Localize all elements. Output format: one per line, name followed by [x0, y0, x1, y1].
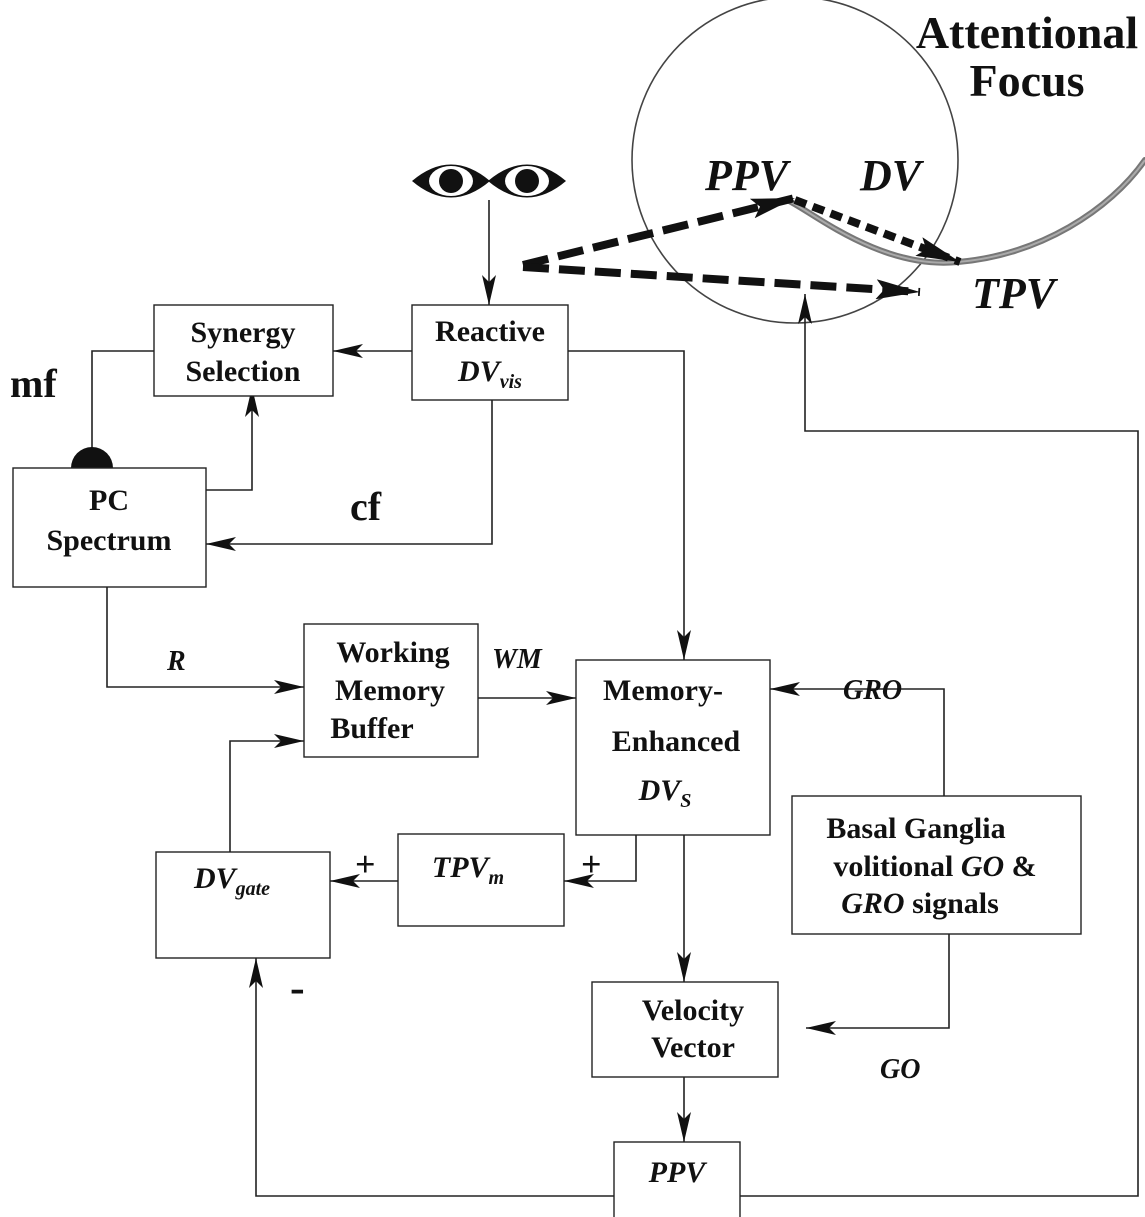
mf-terminal — [71, 447, 113, 468]
tpv-vector-label: TPV — [972, 269, 1059, 318]
me-dv: DVS — [638, 774, 692, 812]
ppv-box — [613, 1141, 741, 1217]
me-line2: Enhanced — [612, 725, 741, 758]
ppv-vector-label: PPV — [704, 151, 792, 200]
r-arrow — [106, 587, 304, 694]
trajectory-curve — [784, 157, 1145, 266]
tpv-m-box — [397, 833, 565, 927]
me-line1: Memory- — [603, 674, 723, 707]
go-arrow — [806, 934, 950, 1035]
pc-to-synergy-arrow — [206, 387, 259, 491]
velocity-line1: Velocity — [642, 994, 744, 1027]
basal-ganglia-box — [791, 795, 1082, 935]
pc-line1: PC — [89, 484, 129, 517]
pc-spectrum-box — [12, 467, 207, 588]
tpv-m-label: TPVm — [432, 851, 504, 889]
reactive-to-memory-arrow — [568, 350, 691, 660]
dv-vector-label: DV — [859, 151, 925, 200]
reactive-dv-box — [411, 304, 569, 401]
mf-label: mf — [10, 361, 57, 406]
go-label: GO — [880, 1054, 920, 1085]
dashed-arrow-to-tpv — [522, 263, 921, 300]
pc-line2: Spectrum — [47, 524, 172, 557]
plus-left-label: + — [355, 844, 376, 884]
cf-label: cf — [350, 484, 382, 529]
reactive-line1: Reactive — [435, 315, 545, 348]
gro-arrow — [770, 682, 945, 796]
velocity-vector-box — [591, 981, 779, 1078]
bg-line1: Basal Ganglia — [826, 812, 1005, 845]
wm-line2: Memory — [335, 674, 445, 707]
bg-line2: volitional GO & — [833, 850, 1036, 883]
ppv-to-dvgate-arrow — [249, 958, 614, 1197]
reactive-dv: DVvis — [457, 355, 522, 393]
wm-line3: Buffer — [330, 712, 413, 745]
dv-gate-label: DVgate — [193, 862, 270, 900]
title-line2: Focus — [970, 55, 1085, 106]
dotted-dv-arrow — [793, 196, 962, 266]
ppv-to-focus-arrow — [740, 294, 1139, 1197]
wm-line1: Working — [336, 636, 449, 669]
bg-line3: GRO signals — [841, 887, 999, 920]
attentional-focus-circle — [631, 0, 959, 324]
working-memory-box — [303, 623, 479, 758]
memory-enhanced-box — [575, 659, 771, 836]
synergy-selection-box — [153, 304, 334, 397]
velocity-line2: Vector — [651, 1031, 735, 1064]
cf-arrow — [206, 400, 493, 551]
mf-line — [91, 350, 154, 458]
synergy-line2: Selection — [186, 355, 301, 388]
gro-label: GRO — [843, 675, 902, 706]
dashed-arrow-to-ppv — [522, 194, 796, 269]
r-label: R — [166, 646, 186, 677]
minus-label: - — [290, 963, 305, 1012]
wm-label: WM — [492, 644, 543, 675]
ppv-box-label: PPV — [648, 1156, 709, 1189]
memory-to-tpvm-arrow — [564, 835, 637, 888]
dv-gate-box — [155, 851, 331, 959]
title-line1: Attentional — [916, 7, 1138, 58]
plus-right-label: + — [581, 844, 602, 884]
synergy-line1: Synergy — [191, 316, 296, 349]
dvgate-to-wm-arrow — [229, 734, 304, 852]
eyes-icon — [412, 164, 566, 198]
